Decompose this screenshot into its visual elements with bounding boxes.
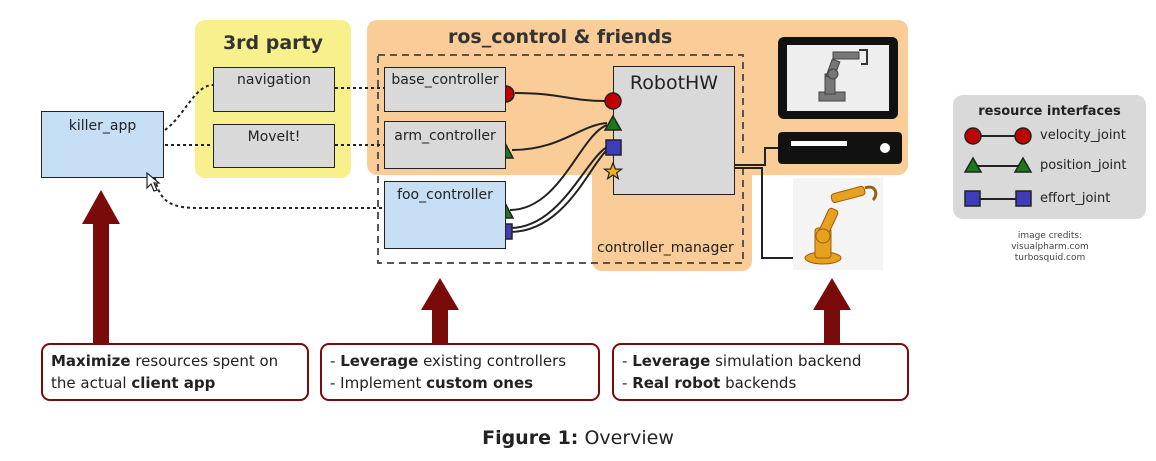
legend-position-left [963,156,983,173]
controller-manager-boundary [378,54,744,155]
credits-line-3: turbosquid.com [1014,253,1086,263]
legend-velocity-label: velocity_joint [1040,128,1126,143]
sim-robot-icon [818,49,868,102]
wire-base-velocity [514,92,606,102]
credits-line-2: visualpharm.com [1011,242,1089,252]
note1-bold-1: Maximize [51,352,131,370]
wire-foo-effort-b [509,149,608,233]
note3-text-2: backends [720,374,797,392]
legend-velocity-left [964,127,982,145]
robothw-label: RobotHW [629,72,719,94]
arm-controller-box[interactable]: arm_controller [384,121,506,169]
robothw-velocity-port [604,92,622,110]
base-controller-label: base_controller [391,72,499,88]
arrow-backends [813,278,851,343]
controller-manager-label: controller_manager [597,240,734,256]
legend-title: resource interfaces [978,104,1121,119]
ros-control-title: ros_control & friends [448,26,673,48]
moveit-box[interactable]: MoveIt! [213,124,335,168]
caption-text: Overview [578,427,674,449]
arrow-client-app [82,190,120,343]
link-killer-foo [154,177,384,209]
wire-robothw-computer [735,147,785,166]
note2-pre-2: - Implement [330,374,427,392]
note1-bold-2: client app [131,374,216,392]
simulation-computer-icon [778,37,902,164]
note-client-app: Maximize resources spent on the actual c… [41,343,309,401]
note1-text-2: the actual [51,374,132,392]
robothw-ports [602,92,624,181]
wire-foo-position [509,124,608,211]
legend-effort-left [964,190,981,207]
credits-line-1: image credits: [1017,231,1083,241]
foo-controller-box[interactable]: foo_controller [384,181,506,249]
moveit-label: MoveIt! [247,129,301,145]
controller-manager-boundary-lower [377,55,744,264]
note-controllers: - Leverage existing controllers - Implem… [320,343,600,401]
legend-symbols [963,127,1033,207]
legend-effort-label: effort_joint [1040,191,1111,206]
arrow-controllers [421,278,459,343]
note2-pre-1: - [330,352,341,370]
base-controller-box[interactable]: base_controller [384,67,506,112]
real-robot-icon [793,178,883,270]
arm-controller-label: arm_controller [394,128,496,144]
killer-app-box[interactable]: killer_app [41,111,164,178]
caption-label: Figure 1: [482,427,579,449]
note2-bold-1: Leverage [340,352,419,370]
robothw-position-port [603,114,623,131]
killer-app-label: killer_app [68,118,137,134]
link-killer-navigation [164,84,214,131]
robothw-star-port [602,161,624,181]
note3-pre-1: - [622,352,633,370]
note1-text-1: resources spent on [130,352,279,370]
legend-position-right [1013,156,1033,173]
foo-controller-label: foo_controller [397,187,493,203]
wire-arm-position [511,122,608,151]
navigation-label: navigation [237,72,311,88]
note-backends: - Leverage simulation backend - Real rob… [612,343,909,401]
note2-bold-2: custom ones [426,374,534,392]
figure-caption: Figure 1: Overview [0,427,1156,449]
robothw-box[interactable]: RobotHW [613,66,735,195]
note3-bold-2: Real robot [632,374,721,392]
wire-foo-effort-a [509,146,608,229]
legend-velocity-right [1014,127,1032,145]
note3-text-1: simulation backend [710,352,862,370]
note3-bold-1: Leverage [632,352,711,370]
third-party-title: 3rd party [222,32,324,54]
legend-position-label: position_joint [1040,158,1127,173]
navigation-box[interactable]: navigation [213,67,335,112]
mouse-cursor-icon [146,172,161,192]
note3-pre-2: - [622,374,633,392]
image-credits: image credits: visualpharm.com turbosqui… [990,231,1110,264]
robothw-effort-port [605,139,622,156]
legend-effort-right [1015,190,1032,207]
wire-robothw-robot [735,167,800,259]
note2-text-1: existing controllers [418,352,567,370]
